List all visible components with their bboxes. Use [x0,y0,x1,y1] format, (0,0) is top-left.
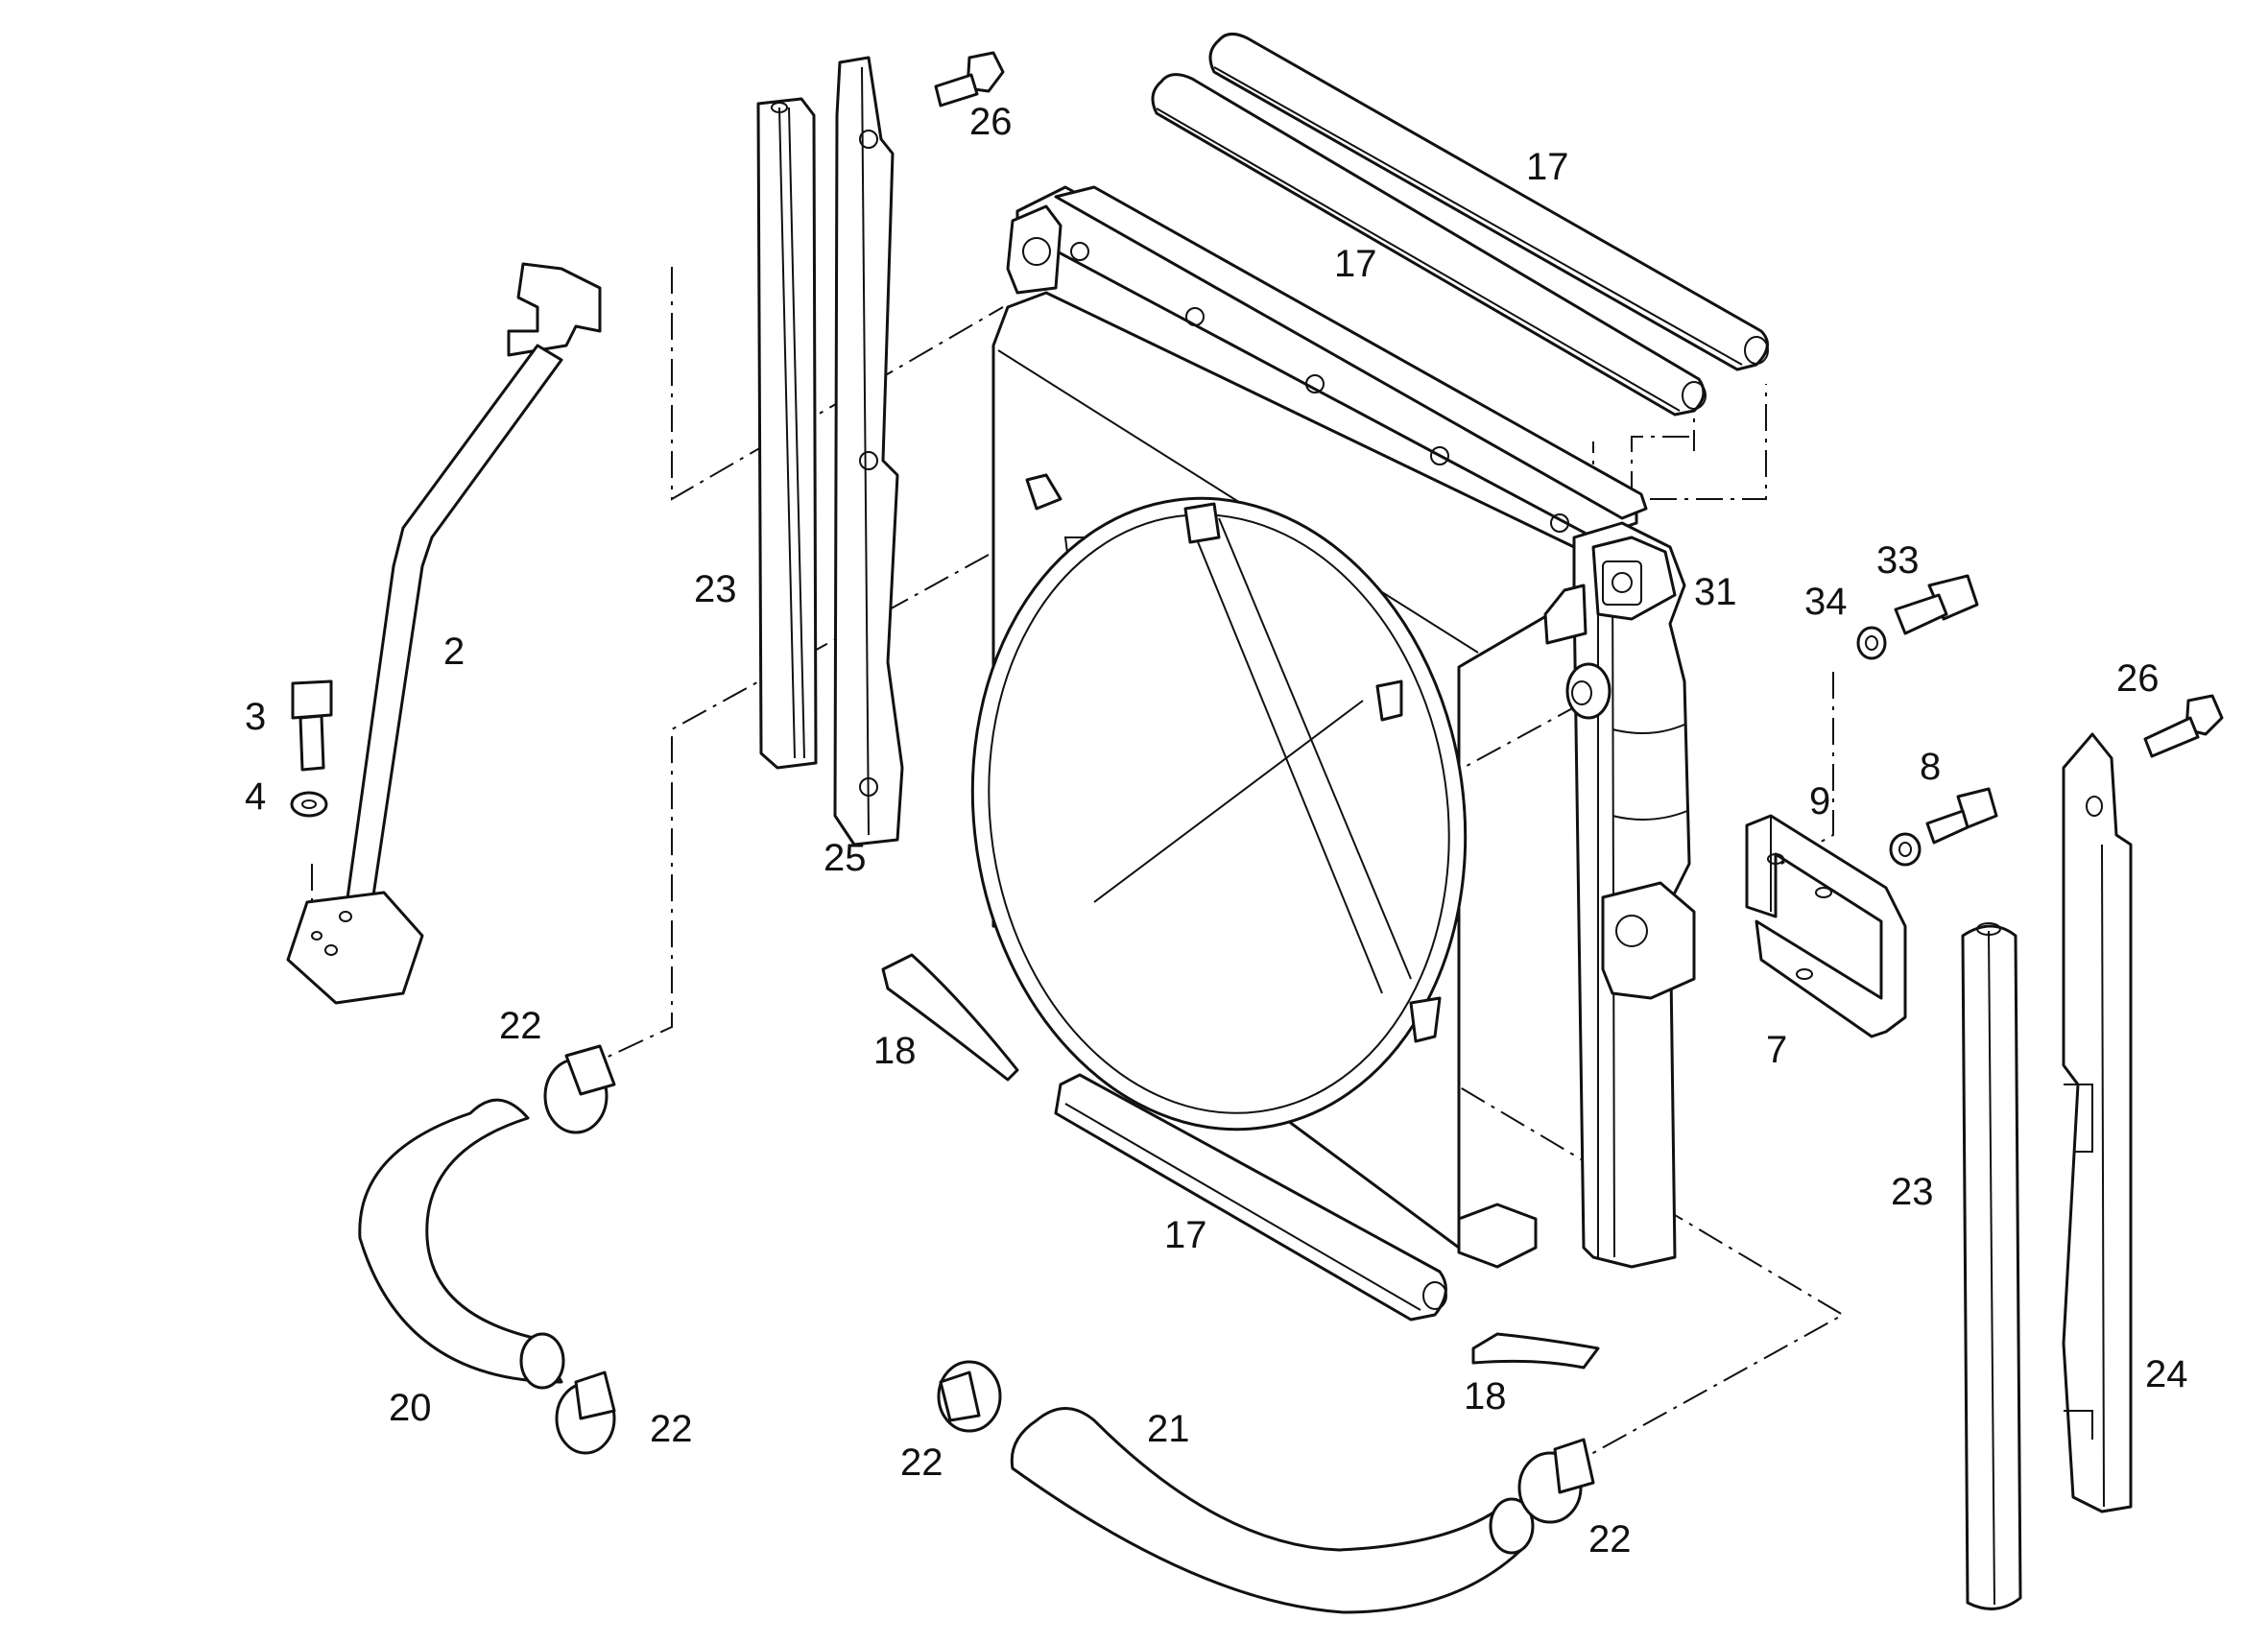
support-strut [286,262,602,1005]
callout-24: 24 [2145,1353,2188,1395]
callout-2: 2 [443,631,465,673]
callout-31: 31 [1694,571,1737,613]
callout-21: 21 [1147,1408,1190,1450]
callout-26-right: 26 [2116,657,2160,700]
edge-profile-17-top-outer [1208,33,1769,371]
rubber-profile-23-left [756,97,818,770]
callout-22-b: 22 [650,1408,693,1450]
callout-17-top-outer: 17 [1526,146,1569,188]
rubber-profile-23-right [1961,922,2022,1610]
callout-34: 34 [1804,581,1848,623]
flange-bolt-26-top [934,51,1005,107]
callout-22-d: 22 [1588,1518,1632,1561]
bolt-8 [1925,787,1998,845]
callout-33: 33 [1876,539,1920,582]
hose-clamp-22-b [555,1370,616,1455]
callout-7: 7 [1766,1029,1787,1071]
mounting-rail-24 [2062,732,2133,1513]
fan-shroud-ring [970,473,1468,1132]
callout-labels: 2 3 4 7 8 9 17 17 17 18 18 20 21 22 22 2… [245,101,2188,1561]
hose-21 [1010,1407,1535,1614]
washer-9 [1889,832,1922,867]
callout-9: 9 [1809,780,1830,822]
callout-18-right: 18 [1464,1375,1507,1418]
washer-34 [1856,626,1887,660]
callout-4: 4 [245,775,266,818]
callout-26-top: 26 [969,101,1013,143]
callout-17-bottom: 17 [1164,1214,1207,1256]
hose-clamp-22-c [937,1360,1002,1433]
callout-3: 3 [245,696,266,738]
clip-18-left [881,953,1019,1082]
hose-clamp-22-d [1517,1438,1595,1524]
hose-clamp-22-a [543,1044,616,1134]
callout-20: 20 [389,1387,432,1429]
bolt-33 [1894,574,1979,635]
washer-4 [290,791,328,818]
edge-profile-17-top-inner [1151,73,1707,417]
clip-18-right [1471,1332,1600,1370]
mounting-rail-25 [833,56,904,846]
edge-profile-17-bottom [1054,1073,1447,1322]
callout-23-right: 23 [1891,1171,1934,1213]
callout-22-a: 22 [499,1005,542,1047]
bolt-3 [291,679,333,772]
callout-18-left: 18 [873,1030,917,1072]
mounting-bracket-7 [1745,814,1907,1038]
hose-20 [358,1098,565,1390]
flange-bolt-26-right [2143,694,2224,758]
callout-23-left: 23 [694,568,737,610]
callout-8: 8 [1920,746,1941,788]
callout-22-c: 22 [900,1441,943,1484]
callout-17-top-inner: 17 [1334,243,1377,285]
callout-25: 25 [824,837,867,879]
